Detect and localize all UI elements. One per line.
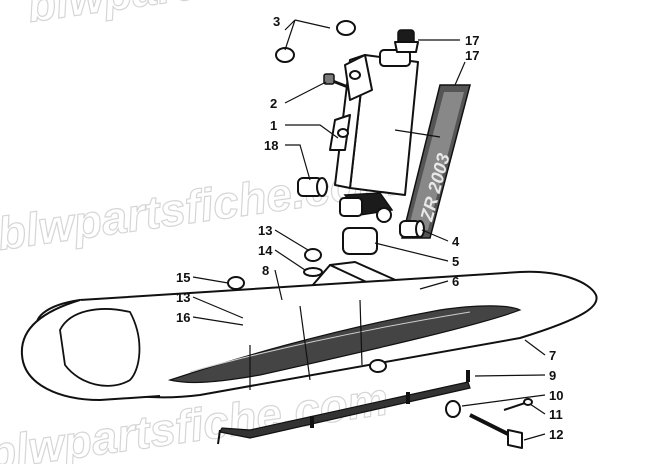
spindle-housing-part [329, 49, 441, 196]
washer-10-part [445, 400, 461, 418]
callout-7: 7 [549, 348, 556, 363]
bolt-12-part [469, 413, 523, 449]
cotter-pin-11-part [503, 398, 533, 411]
callout-12: 12 [549, 427, 563, 442]
watermark-top: blwpartsfiche.com [24, 0, 431, 32]
decal-part: ZR 2003 [401, 84, 471, 239]
cap-nut-parts [275, 20, 356, 63]
callout-5: 5 [452, 254, 459, 269]
callout-14: 14 [258, 243, 273, 258]
nut-15-part [227, 276, 245, 290]
leader-lines [192, 19, 546, 441]
callout-16: 16 [176, 310, 190, 325]
callout-6: 6 [452, 274, 459, 289]
callout-2: 2 [270, 96, 277, 111]
wear-bar-part [217, 370, 471, 445]
callout-labels: 3 17 17 2 1 18 4 5 6 13 14 8 15 13 16 7 … [176, 14, 563, 442]
pivot-block-part [339, 192, 394, 223]
ski-part [20, 270, 598, 401]
nut-washer-13-14 [303, 248, 323, 277]
callout-15: 15 [176, 270, 190, 285]
callout-11: 11 [549, 407, 563, 422]
callout-13-upper: 13 [258, 223, 272, 238]
screw-part [323, 73, 349, 89]
callout-9: 9 [549, 368, 556, 383]
bushing-part [297, 177, 328, 197]
callout-13-lower: 13 [176, 290, 190, 305]
callout-10: 10 [549, 388, 563, 403]
bushing-4-part [399, 220, 425, 238]
grease-fitting-part [394, 29, 419, 53]
callout-18: 17 [465, 48, 479, 63]
callout-3: 3 [273, 14, 280, 29]
spacer-part [342, 227, 378, 255]
callout-1: 1 [270, 118, 277, 133]
callout-8: 8 [262, 263, 269, 278]
callout-4: 4 [452, 234, 460, 249]
callout-17: 17 [465, 33, 479, 48]
callout-19: 18 [264, 138, 278, 153]
